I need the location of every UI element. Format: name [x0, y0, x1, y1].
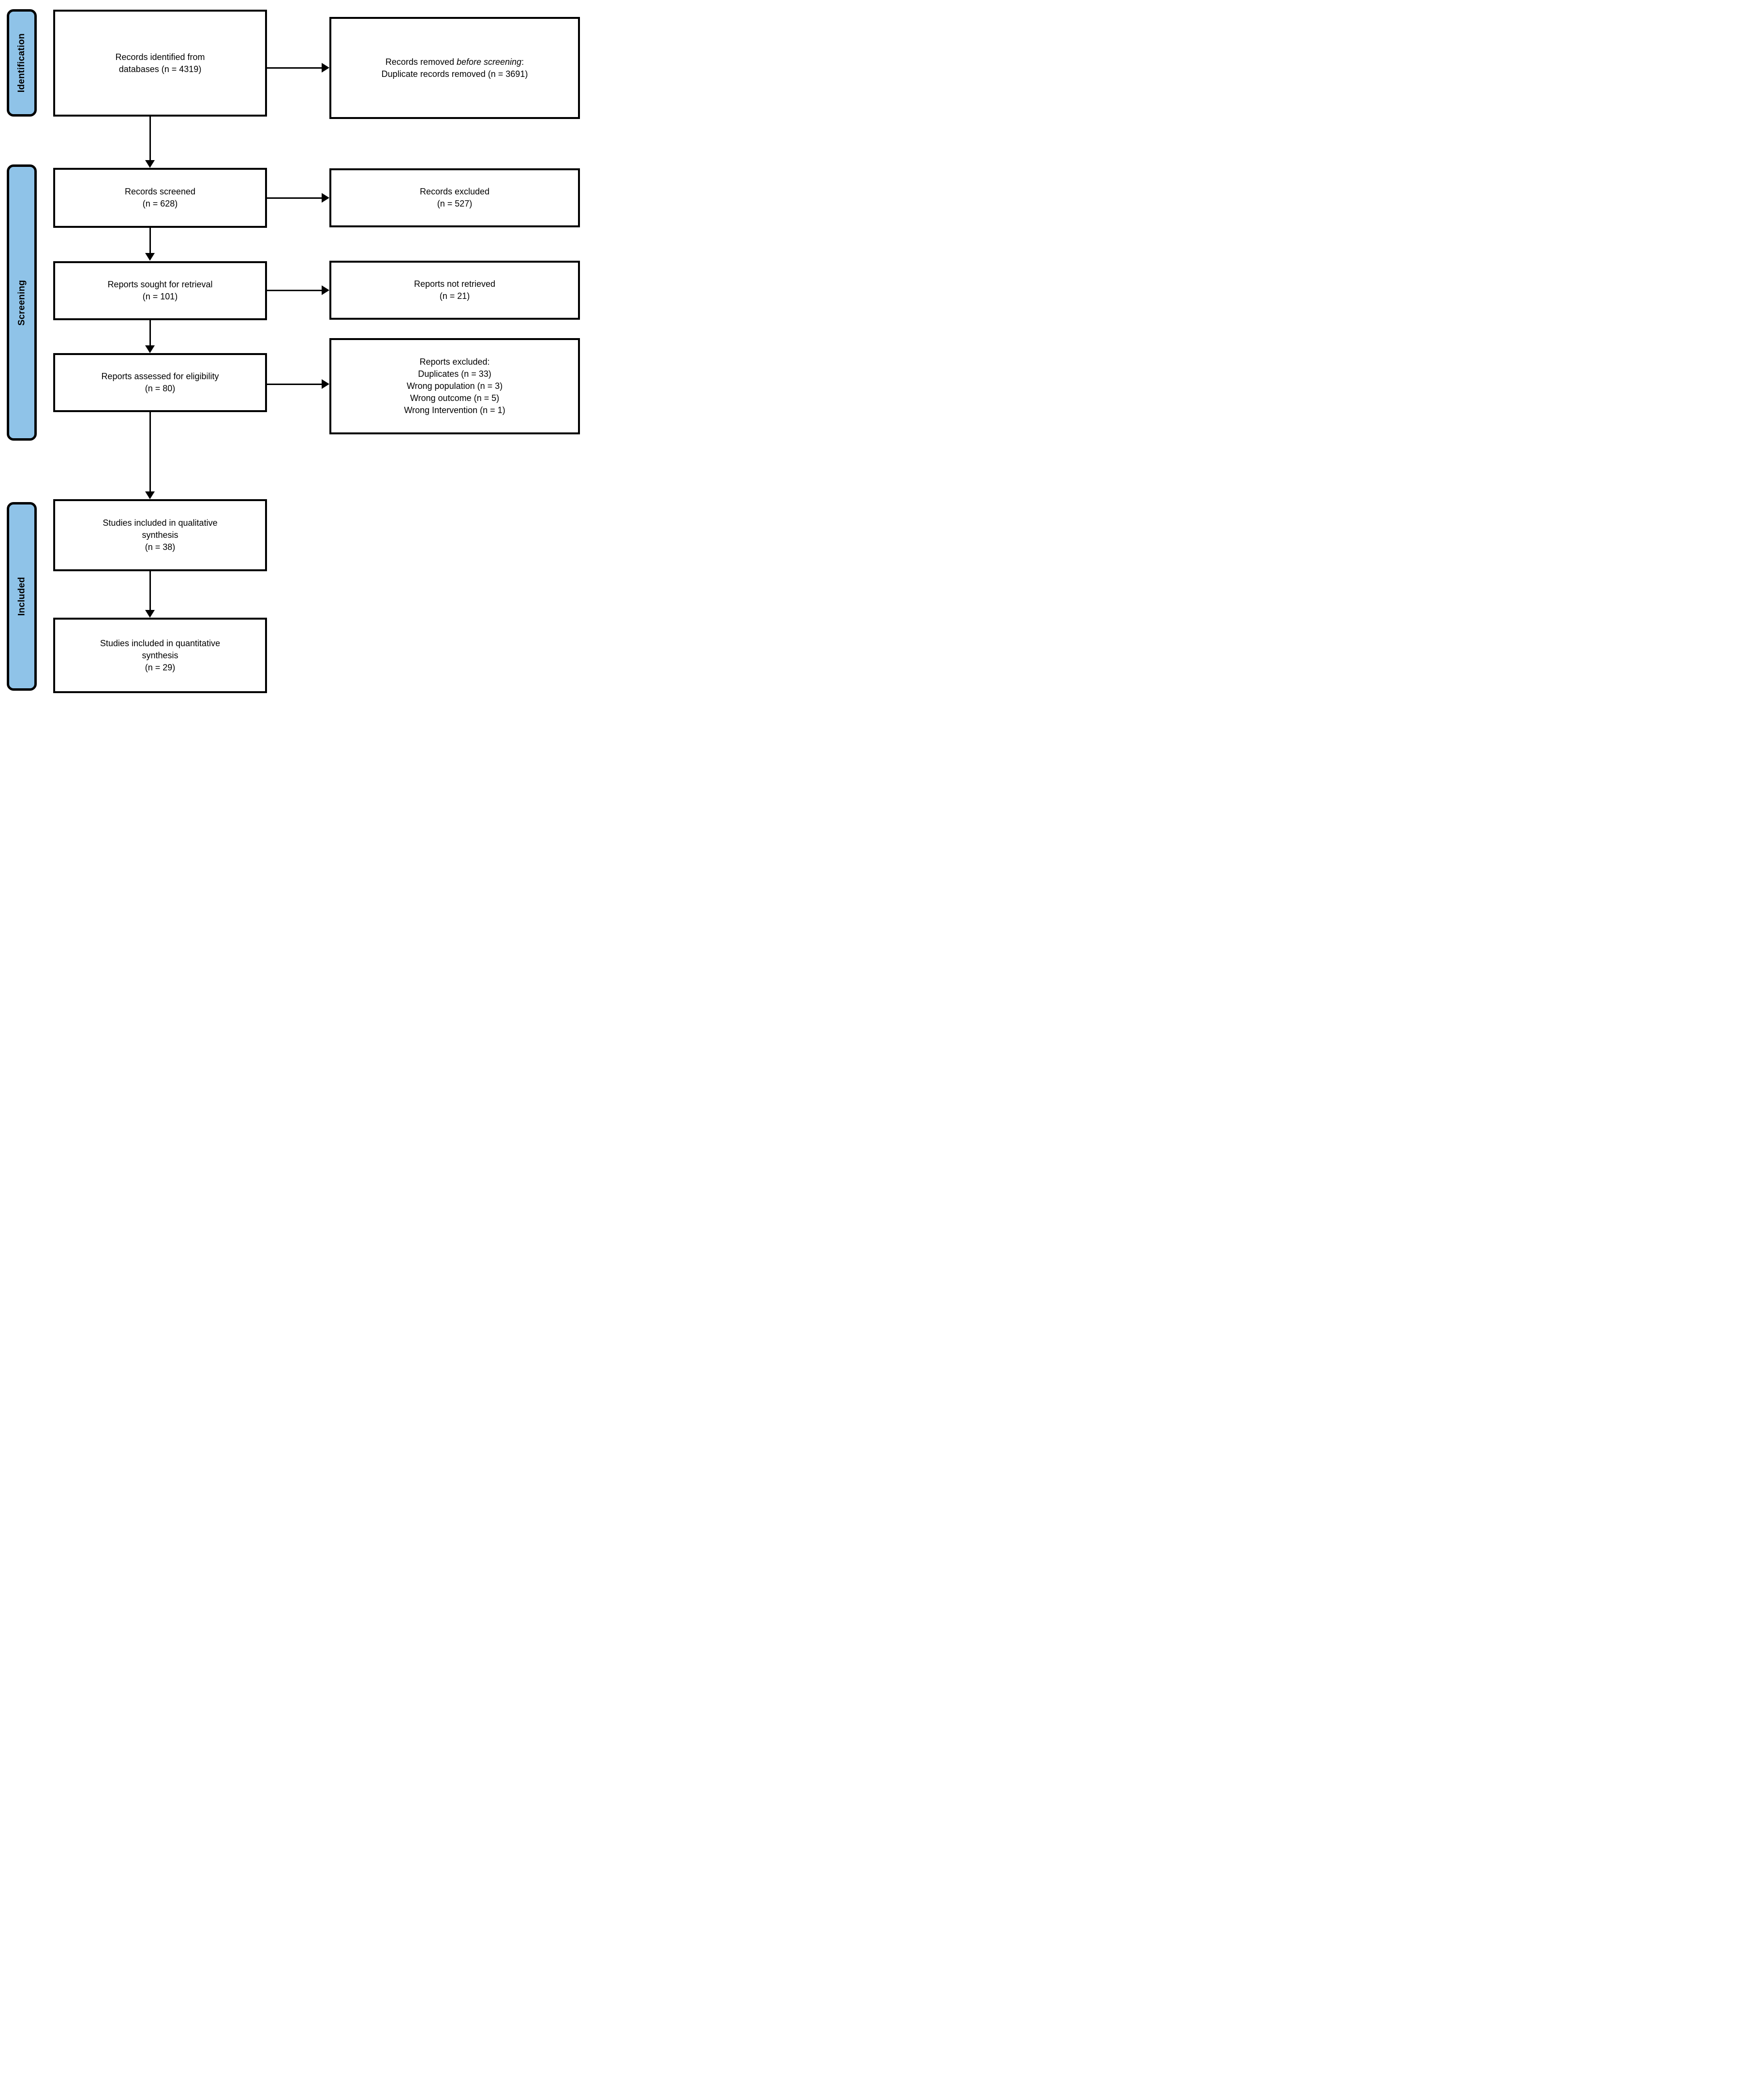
arrowhead-down-icon [145, 610, 155, 618]
box-text-line: Wrong population (n = 3) [406, 381, 503, 391]
box-text-line: (n = 628) [142, 199, 178, 208]
arrow-line [149, 117, 151, 160]
box-reports-not-retrieved: Reports not retrieved (n = 21) [329, 261, 580, 320]
arrowhead-right-icon [322, 285, 329, 295]
arrow-line [149, 412, 151, 491]
box-text-line: Records identified from [115, 52, 205, 62]
box-text-line: Reports assessed for eligibility [101, 371, 219, 381]
arrow-line [267, 197, 322, 199]
box-text-line: (n = 80) [145, 384, 176, 393]
box-reports-assessed: Reports assessed for eligibility (n = 80… [53, 353, 267, 412]
records-removed-italic: before screening [456, 57, 522, 67]
box-reports-excluded: Reports excluded: Duplicates (n = 33) Wr… [329, 338, 580, 434]
box-text-line: (n = 38) [145, 542, 176, 552]
box-text-line: Duplicates (n = 33) [418, 369, 491, 379]
box-records-screened: Records screened (n = 628) [53, 168, 267, 228]
arrow-line [149, 320, 151, 345]
arrowhead-right-icon [322, 193, 329, 203]
box-text-line: (n = 527) [437, 199, 473, 208]
stage-label-screening: Screening [16, 280, 27, 326]
box-qualitative-synthesis: Studies included in qualitative synthesi… [53, 499, 267, 571]
arrowhead-down-icon [145, 253, 155, 261]
arrowhead-right-icon [322, 63, 329, 73]
box-text-line: (n = 101) [142, 292, 178, 301]
records-removed-suffix: : [521, 57, 524, 67]
box-text-line: Duplicate records removed (n = 3691) [381, 69, 528, 79]
box-records-excluded: Records excluded (n = 527) [329, 168, 580, 227]
arrowhead-down-icon [145, 491, 155, 499]
prisma-flow-diagram: Identification Screening Included Record… [0, 0, 588, 697]
box-text-line: Studies included in qualitative [103, 518, 218, 528]
stage-label-identification: Identification [16, 33, 27, 93]
box-records-removed: Records removed before screening: Duplic… [329, 17, 580, 119]
box-text-line: Wrong Intervention (n = 1) [404, 405, 505, 415]
box-text-line: Reports sought for retrieval [107, 280, 213, 289]
box-text-line: Records screened [124, 187, 196, 196]
box-text-line: (n = 21) [439, 291, 470, 301]
stage-bar-screening: Screening [7, 164, 37, 441]
arrowhead-down-icon [145, 160, 155, 168]
arrowhead-right-icon [322, 379, 329, 389]
stage-label-included: Included [16, 577, 27, 616]
stage-bar-identification: Identification [7, 9, 37, 117]
box-text-line: (n = 29) [145, 662, 176, 672]
stage-bar-included: Included [7, 502, 37, 691]
records-removed-prefix: Records removed [385, 57, 457, 67]
box-text-line: synthesis [142, 530, 178, 540]
arrow-line [267, 384, 322, 385]
box-text-line: synthesis [142, 650, 178, 660]
box-reports-sought: Reports sought for retrieval (n = 101) [53, 261, 267, 320]
box-text-line: Reports not retrieved [414, 279, 496, 289]
arrow-line [149, 228, 151, 253]
box-records-identified: Records identified from databases (n = 4… [53, 10, 267, 117]
arrow-line [267, 290, 322, 291]
box-text-line: databases (n = 4319) [119, 64, 202, 74]
box-text-line: Reports excluded: [419, 357, 490, 367]
box-quantitative-synthesis: Studies included in quantitative synthes… [53, 618, 267, 693]
box-text-line: Records excluded [419, 187, 490, 196]
arrow-line [267, 67, 322, 69]
box-text-line: Wrong outcome (n = 5) [410, 393, 500, 403]
arrowhead-down-icon [145, 345, 155, 353]
box-text-line: Studies included in quantitative [100, 638, 221, 648]
box-text-line: Records removed before screening: [331, 56, 578, 68]
arrow-line [149, 571, 151, 610]
